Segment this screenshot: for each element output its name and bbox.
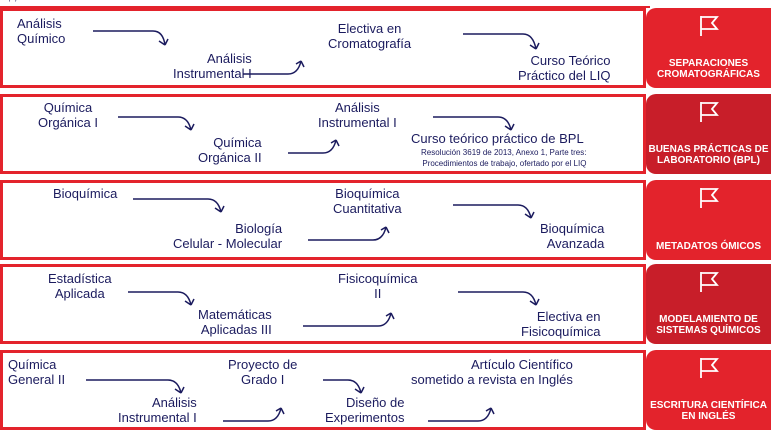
badge-title: MODELAMIENTO DE SISTEMAS QUÍMICOS	[656, 314, 761, 336]
course-note: Resolución 3619 de 2013, Anexo 1, Parte …	[421, 148, 587, 168]
flag-icon	[699, 358, 719, 378]
connector-arrows	[118, 116, 515, 154]
flag-icon	[699, 16, 719, 36]
connector-arrows	[133, 198, 535, 241]
flag-icon	[699, 102, 719, 122]
skill-badge: SEPARACIONES CROMATOGRÁFICAS	[646, 8, 771, 88]
flag-icon	[699, 272, 719, 292]
badge-title: METADATOS ÓMICOS	[656, 241, 761, 252]
skill-badge: MODELAMIENTO DE SISTEMAS QUÍMICOS	[646, 264, 771, 344]
top-strip: , ,	[0, 0, 650, 8]
connector-arrows	[86, 379, 495, 422]
skill-badge: ESCRITURA CIENTÍFICA EN INGLÉS	[646, 350, 771, 430]
top-strip-text: , ,	[8, 0, 17, 3]
connector-arrows	[128, 291, 540, 327]
course-node: Curso teórico práctico de BPL	[411, 131, 584, 146]
connector-arrows	[93, 30, 540, 75]
skill-badge: METADATOS ÓMICOS	[646, 180, 771, 260]
badge-title: SEPARACIONES CROMATOGRÁFICAS	[657, 58, 760, 80]
skill-badge: BUENAS PRÁCTICAS DE LABORATORIO (BPL)	[646, 94, 771, 174]
badge-title: BUENAS PRÁCTICAS DE LABORATORIO (BPL)	[648, 144, 769, 166]
flag-icon	[699, 188, 719, 208]
badge-title: ESCRITURA CIENTÍFICA EN INGLÉS	[650, 400, 767, 422]
course-node: Bioquímica	[53, 186, 118, 201]
